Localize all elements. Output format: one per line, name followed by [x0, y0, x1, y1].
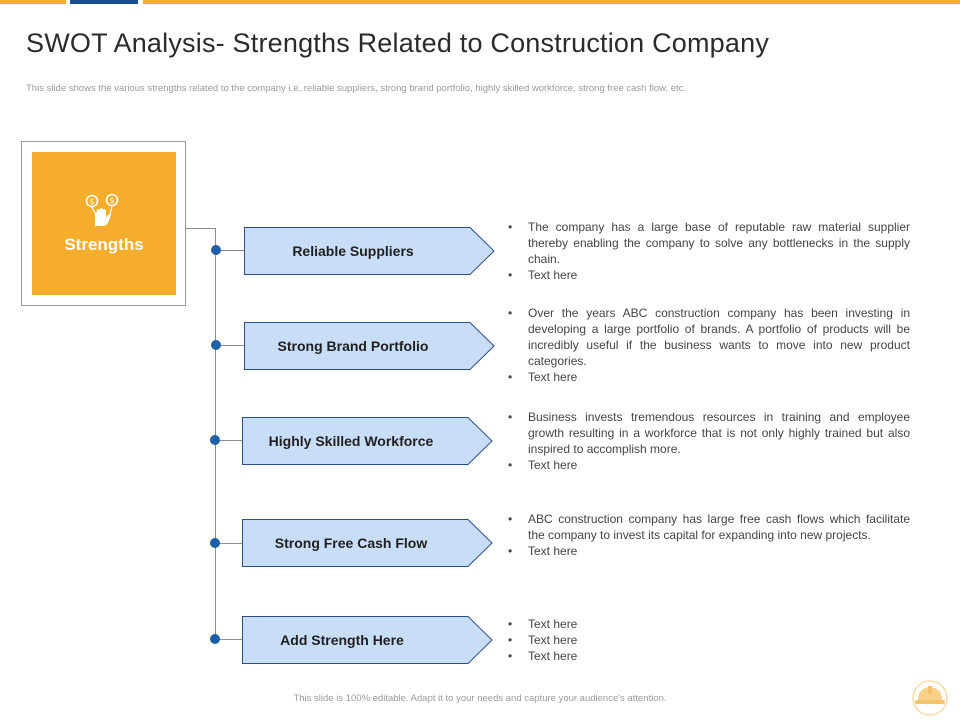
- strength-description: Text here Text here Text here: [508, 616, 910, 664]
- bullet-item: The company has a large base of reputabl…: [508, 219, 910, 267]
- top-bar-right: [143, 0, 960, 4]
- strength-label: Strong Brand Portfolio: [277, 338, 429, 354]
- arrow-shape: [244, 322, 495, 370]
- strength-label: Reliable Suppliers: [292, 243, 414, 259]
- bullet-item: Text here: [508, 369, 910, 385]
- timeline-dot: [210, 435, 220, 445]
- bullet-item: Text here: [508, 543, 910, 559]
- bullet-item: Text here: [508, 457, 910, 473]
- strength-label: Strong Free Cash Flow: [274, 535, 428, 551]
- hard-hat-icon: [912, 680, 948, 716]
- arrow-shape: [242, 519, 493, 567]
- branch-line: [216, 250, 244, 251]
- arrow-shape: [242, 417, 493, 465]
- branch-line: [216, 345, 244, 346]
- page-title: SWOT Analysis- Strengths Related to Cons…: [26, 28, 770, 58]
- arrow-shape: [244, 227, 495, 275]
- bullet-item: Text here: [508, 267, 910, 283]
- strength-arrow-add-strength: Add Strength Here: [242, 616, 494, 664]
- bullet-item: Text here: [508, 616, 910, 632]
- svg-text:$: $: [89, 197, 94, 206]
- strengths-tile: $ $ Strengths: [32, 152, 176, 295]
- hand-with-coins-icon: $ $: [85, 193, 119, 226]
- strength-arrow-brand-portfolio: Strong Brand Portfolio: [244, 322, 496, 370]
- bullet-item: ABC construction company has large free …: [508, 511, 910, 543]
- strength-description: Business invests tremendous resources in…: [508, 409, 910, 473]
- arrow-shape: [242, 616, 493, 664]
- strength-arrow-skilled-workforce: Highly Skilled Workforce: [242, 417, 494, 465]
- bullet-item: Business invests tremendous resources in…: [508, 409, 910, 457]
- strength-description: Over the years ABC construction company …: [508, 305, 910, 385]
- strengths-label: Strengths: [64, 234, 144, 254]
- bullet-item: Over the years ABC construction company …: [508, 305, 910, 369]
- strength-description: The company has a large base of reputabl…: [508, 219, 910, 283]
- bullet-item: Text here: [508, 648, 910, 664]
- page-subtitle: This slide shows the various strengths r…: [26, 83, 687, 94]
- footer-note: This slide is 100% editable. Adapt it to…: [293, 693, 667, 704]
- top-bar-left: [0, 0, 66, 4]
- branch-line: [216, 543, 242, 544]
- connector-vertical: [215, 228, 216, 640]
- connector-horizontal-top: [186, 228, 216, 229]
- strengths-card: $ $ Strengths: [21, 141, 186, 306]
- timeline-dot: [211, 340, 221, 350]
- timeline-dot: [211, 245, 221, 255]
- strength-label: Highly Skilled Workforce: [268, 433, 434, 449]
- timeline-dot: [210, 634, 220, 644]
- branch-line: [216, 639, 242, 640]
- branch-line: [216, 440, 242, 441]
- timeline-dot: [210, 538, 220, 548]
- top-bar-blue: [70, 0, 138, 4]
- strength-description: ABC construction company has large free …: [508, 511, 910, 559]
- svg-text:$: $: [109, 196, 114, 205]
- bullet-item: Text here: [508, 632, 910, 648]
- strength-label: Add Strength Here: [280, 632, 404, 648]
- strength-arrow-reliable-suppliers: Reliable Suppliers: [244, 227, 496, 275]
- strength-arrow-free-cash-flow: Strong Free Cash Flow: [242, 519, 494, 567]
